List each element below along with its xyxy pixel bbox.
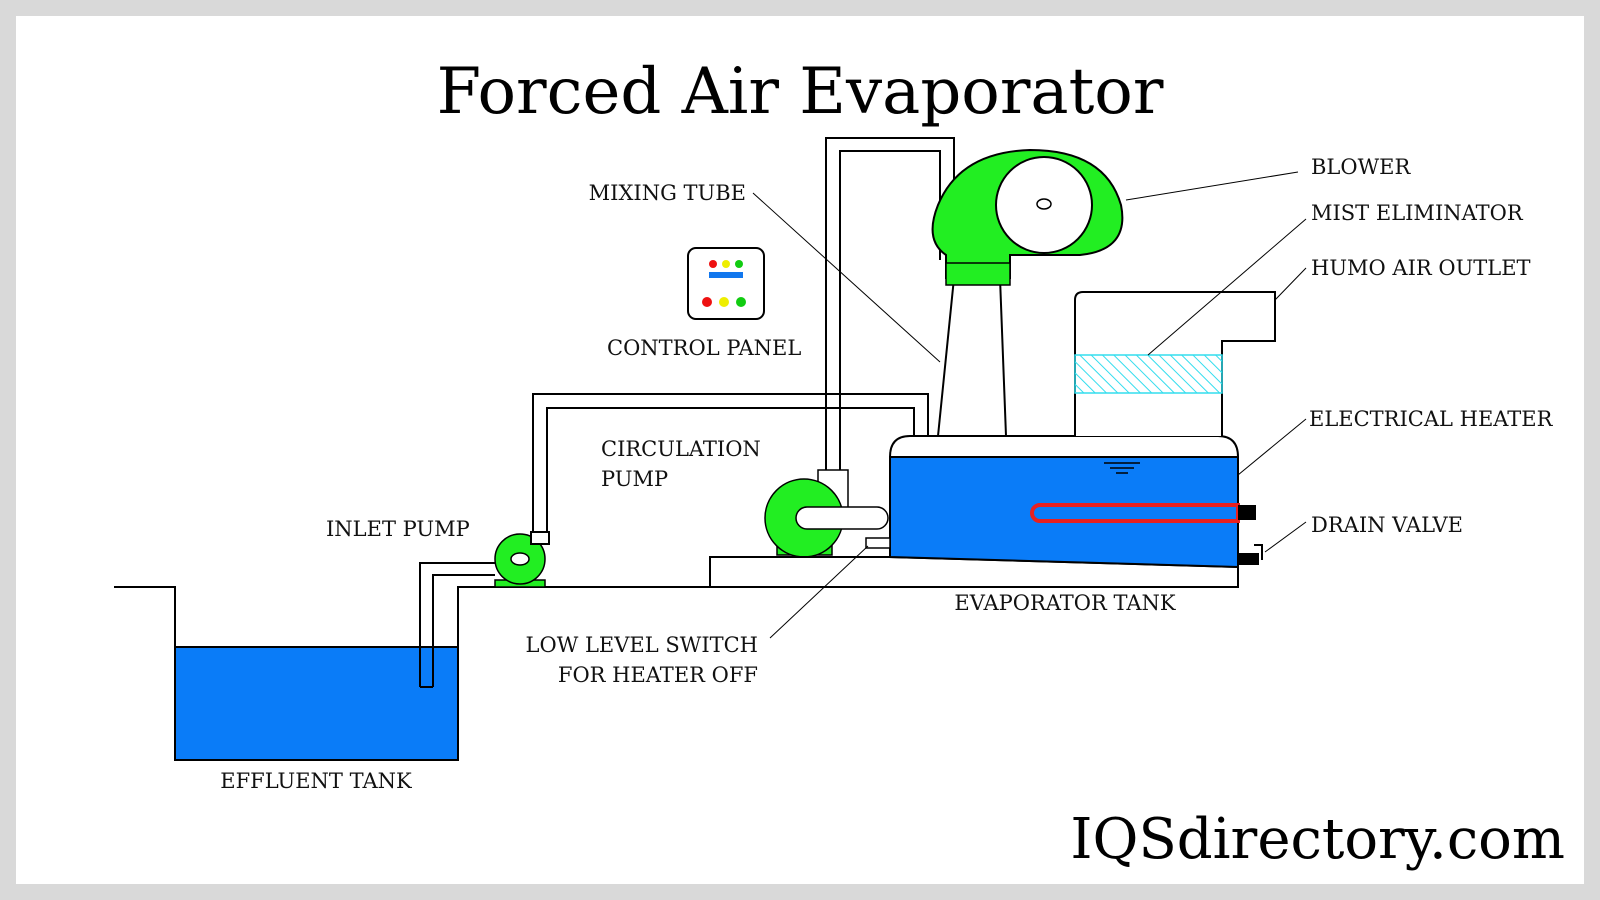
evaporator-tank: [889, 435, 1239, 569]
label-electrical-heater: ELECTRICAL HEATER: [1309, 407, 1554, 431]
diagram-frame: Forced Air Evaporator: [16, 16, 1584, 884]
leader-lines: [752, 171, 1307, 639]
mixing-tube-pipe: [825, 137, 955, 473]
evaporation-chamber: [936, 277, 1008, 437]
label-effluent-tank: EFFLUENT TANK: [220, 769, 412, 793]
inlet-discharge-pipe: [530, 393, 929, 545]
circulation-pump: [764, 469, 889, 558]
label-control-panel: CONTROL PANEL: [607, 336, 801, 360]
blower: [931, 148, 1124, 286]
brand-wordmark: IQSdirectory.com: [1070, 807, 1565, 872]
label-evaporator-tank: EVAPORATOR TANK: [954, 591, 1176, 615]
effluent-tank-water: [174, 646, 459, 761]
label-blower: BLOWER: [1311, 155, 1412, 179]
inlet-suction-pipe: [419, 562, 495, 688]
forced-air-evaporator-diagram: Forced Air Evaporator: [114, 55, 1565, 872]
diagram-title: Forced Air Evaporator: [437, 55, 1164, 129]
label-circulation-pump-line2: PUMP: [601, 467, 668, 491]
label-circulation-pump-line1: CIRCULATION: [601, 437, 761, 461]
drain-valve: [1237, 544, 1263, 565]
label-mist-eliminator: MIST ELIMINATOR: [1311, 201, 1524, 225]
mist-eliminator: [1074, 354, 1223, 394]
electrical-heater: [1030, 503, 1256, 523]
label-drain-valve: DRAIN VALVE: [1311, 513, 1463, 537]
label-inlet-pump: INLET PUMP: [326, 517, 470, 541]
label-humo-air-outlet: HUMO AIR OUTLET: [1311, 256, 1531, 280]
label-mixing-tube: MIXING TUBE: [589, 181, 746, 205]
control-panel: [687, 247, 765, 320]
label-low-level-switch-line1: LOW LEVEL SWITCH: [526, 633, 758, 657]
label-low-level-switch-line2: FOR HEATER OFF: [558, 663, 758, 687]
inlet-pump: [494, 533, 546, 588]
low-level-switch: [865, 537, 891, 549]
